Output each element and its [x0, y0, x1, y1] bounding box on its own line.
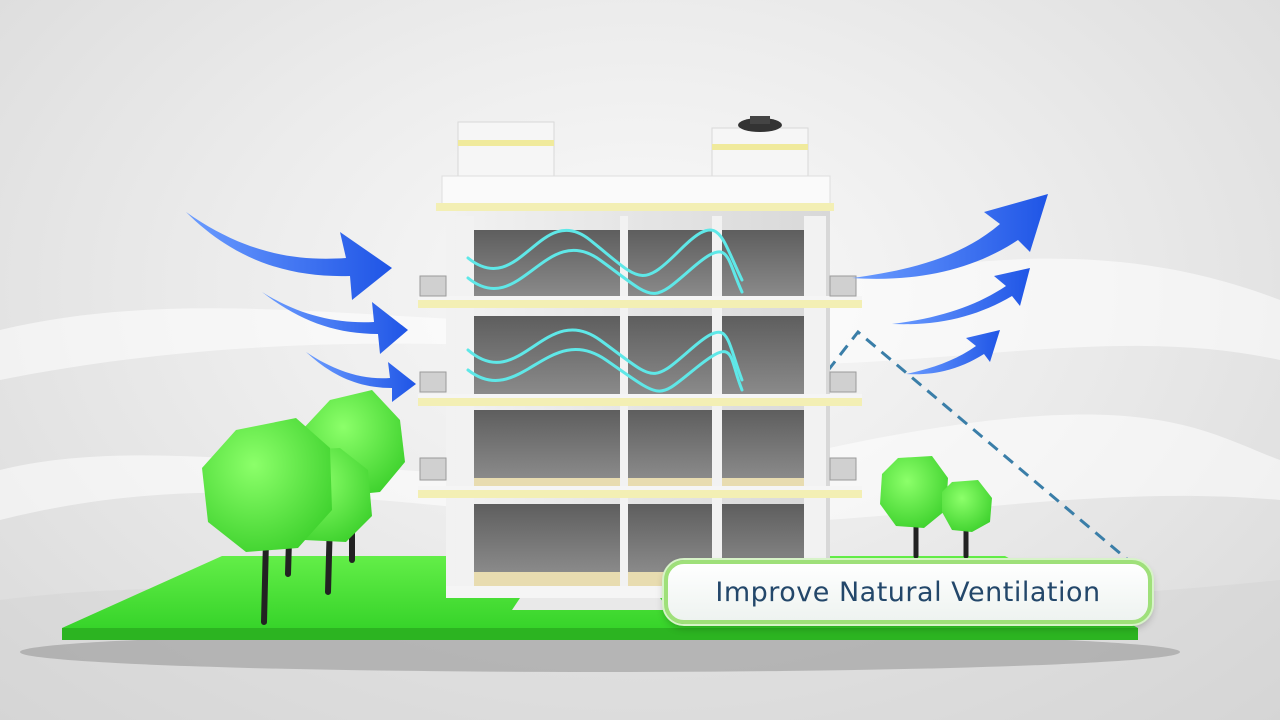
wind-arrow-out-2	[892, 268, 1030, 325]
roof-vent-icon	[738, 118, 782, 132]
incoming-wind-arrows	[186, 212, 416, 402]
front-path	[512, 598, 670, 610]
louver-vents-right	[829, 275, 857, 481]
trees-left	[202, 390, 405, 625]
tree-foliage	[942, 480, 992, 532]
rooftop-block-right	[711, 127, 809, 179]
rooms	[474, 230, 804, 572]
wind-arrow-out-1	[852, 194, 1048, 279]
caption-text: Improve Natural Ventilation	[715, 576, 1101, 608]
wind-arrow-in-3	[306, 352, 416, 402]
wind-arrow-out-3	[906, 330, 1000, 375]
wind-arrow-in-2	[262, 292, 408, 354]
ground-shadow	[20, 632, 1180, 672]
tree-foliage	[202, 418, 332, 552]
outgoing-wind-arrows	[852, 194, 1048, 375]
roof-slab	[441, 175, 831, 207]
building	[418, 116, 862, 598]
airflow-lines	[466, 228, 744, 393]
wind-arrow-in-1	[186, 212, 392, 300]
trees-right	[880, 456, 992, 559]
dashed-pointer	[678, 329, 1129, 562]
tree-foliage	[880, 456, 948, 528]
rooftop-block-left	[457, 121, 555, 179]
caption-callout: Improve Natural Ventilation	[664, 560, 1152, 624]
louver-vents-left	[419, 275, 447, 481]
